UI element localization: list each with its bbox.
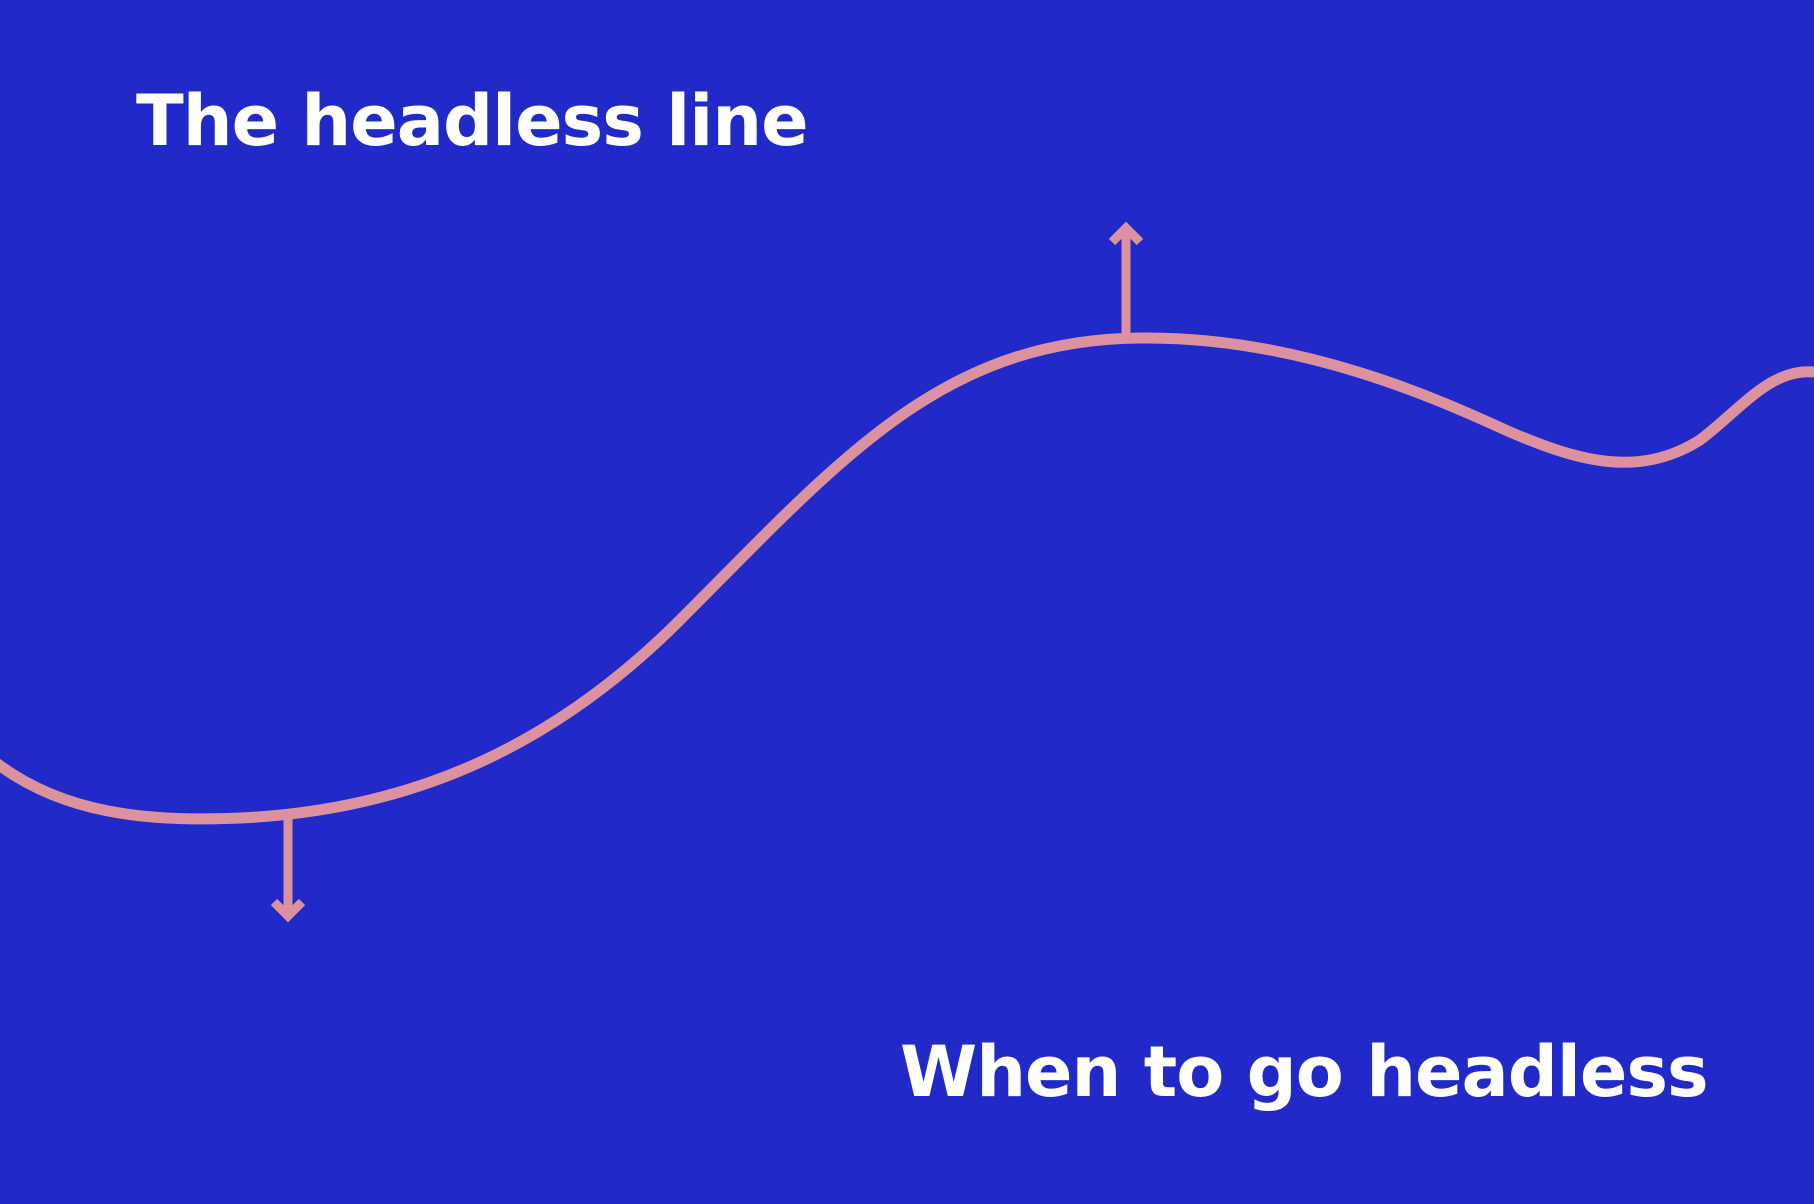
down-arrow-head <box>270 898 306 923</box>
diagram-subtitle: When to go headless <box>900 1031 1709 1113</box>
down-arrow-icon <box>270 818 306 923</box>
up-arrow-head <box>1108 221 1144 246</box>
headless-curve <box>0 332 1814 825</box>
diagram-title: The headless line <box>136 80 809 162</box>
up-arrow-icon <box>1108 221 1144 335</box>
